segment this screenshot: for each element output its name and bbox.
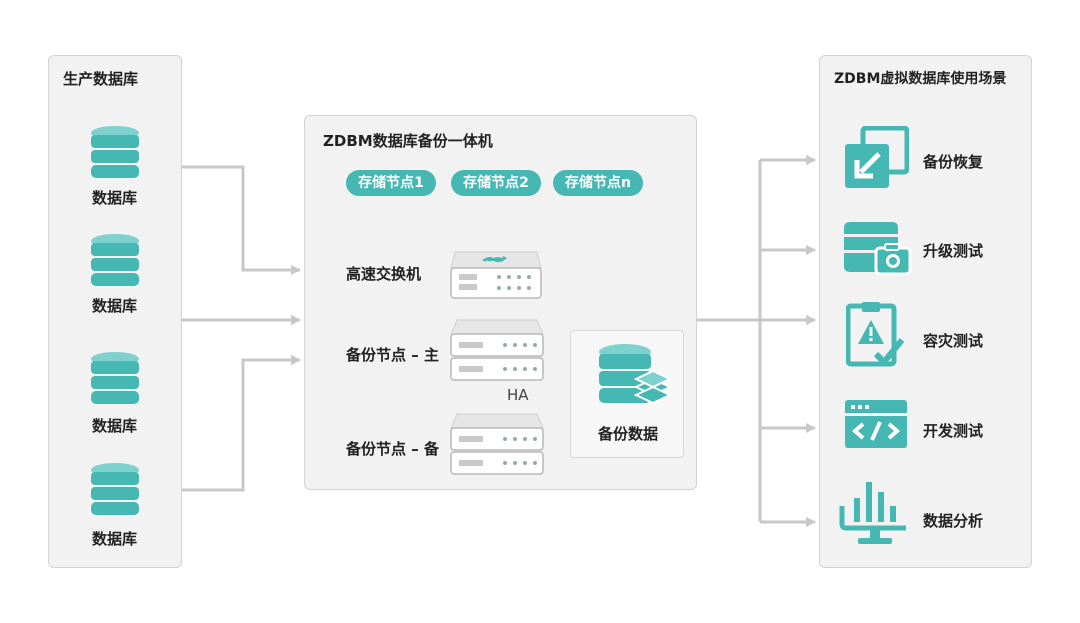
storage-node-2: 存储节点2 [451, 170, 541, 196]
db-label: 数据库 [92, 297, 138, 315]
switch-label: 高速交换机 [346, 265, 422, 283]
db-label: 数据库 [92, 417, 138, 435]
scenario-label-backup-restore: 备份恢复 [923, 153, 984, 171]
database-icon [91, 352, 139, 404]
backup-restore-icon [845, 126, 909, 188]
scenario-label-dev-test: 开发测试 [923, 422, 984, 440]
ha-label: HA [507, 386, 529, 404]
server-icon [450, 413, 544, 475]
db-label: 数据库 [92, 189, 138, 207]
production-title: 生产数据库 [63, 70, 139, 88]
backup-data-label: 备份数据 [598, 425, 659, 443]
scenario-label-data-analytics: 数据分析 [923, 512, 984, 530]
database-icon [91, 463, 139, 515]
analytics-icon [839, 482, 906, 544]
network-switch-icon [450, 251, 542, 299]
backup-database-icon [599, 344, 673, 405]
appliance-title: ZDBM数据库备份一体机 [323, 132, 493, 150]
primary-node-label: 备份节点 – 主 [346, 346, 439, 364]
disaster-recovery-icon [846, 302, 904, 367]
code-icon [845, 400, 907, 448]
scenarios-title: ZDBM虚拟数据库使用场景 [834, 71, 1007, 87]
backup-data-box: 备份数据 [570, 330, 684, 458]
scenario-label-upgrade-test: 升级测试 [923, 242, 984, 260]
scenarios-panel: ZDBM虚拟数据库使用场景 [819, 55, 1032, 568]
db-label: 数据库 [92, 530, 138, 548]
storage-node-1: 存储节点1 [346, 170, 436, 196]
database-icon [91, 234, 139, 286]
server-icon [450, 319, 544, 381]
standby-node-label: 备份节点 – 备 [346, 440, 439, 458]
storage-node-n: 存储节点n [553, 170, 643, 196]
upgrade-test-icon [844, 222, 912, 276]
database-icon [91, 126, 139, 178]
scenario-label-disaster-recovery: 容灾测试 [923, 332, 984, 350]
